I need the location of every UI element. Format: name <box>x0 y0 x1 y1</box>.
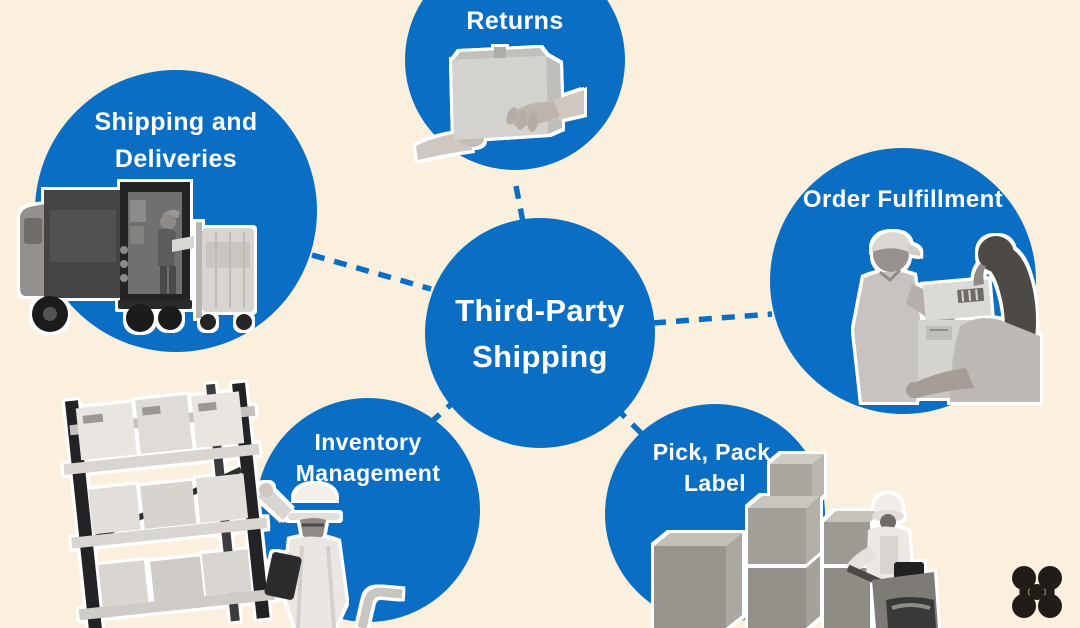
courier-handing-boxes-photo <box>854 232 1040 402</box>
box-stacks-pallet-jack-photo <box>654 454 938 628</box>
delivery-truck-loading-photo <box>20 182 254 332</box>
pick-pack-label-label: Pick, Pack, Label <box>652 439 778 496</box>
connector-shipping <box>311 252 432 292</box>
node-center-circle: Third-Party Shipping <box>425 218 655 448</box>
inventory-management-label: Inventory Management <box>295 429 441 486</box>
hive-logo <box>1008 564 1066 620</box>
hands-passing-box-photo <box>416 47 584 160</box>
hive-logo-mark <box>1012 566 1062 618</box>
returns-label: Returns <box>466 7 564 35</box>
shipping-deliveries-label: Shipping and Deliveries <box>94 108 258 173</box>
order-fulfillment-label: Order Fulfillment <box>802 186 1004 213</box>
connector-returns <box>513 185 526 223</box>
connector-order <box>652 311 773 326</box>
warehouse-rack-worker-photo <box>63 382 403 628</box>
center-title: Third-Party Shipping <box>455 293 625 374</box>
